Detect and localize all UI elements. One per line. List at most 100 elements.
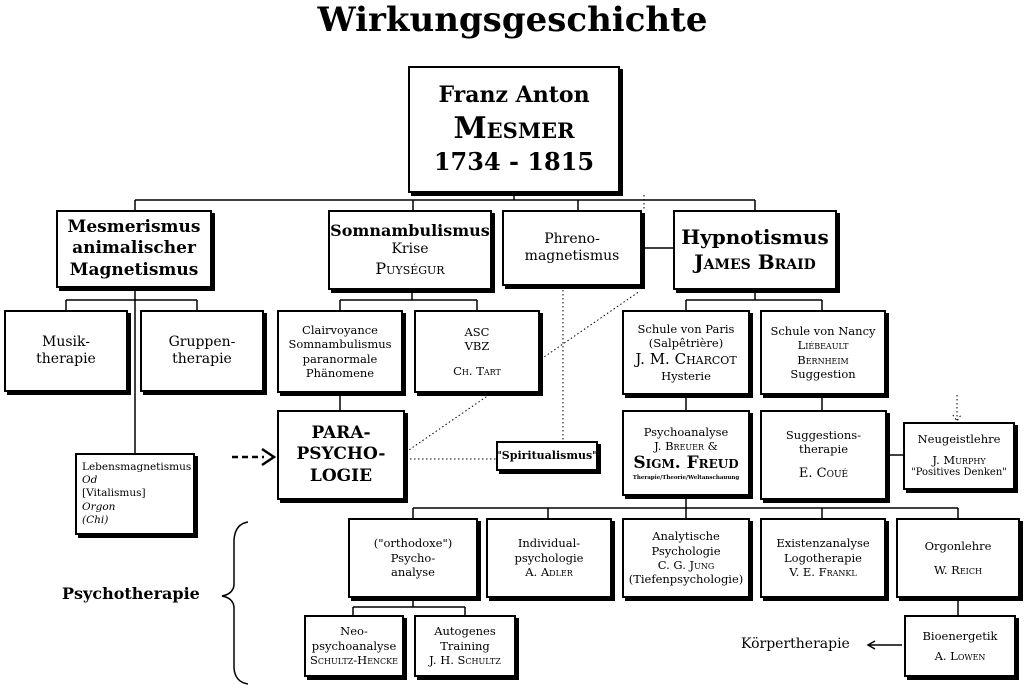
gruppentherapie-box: Gruppen- therapie bbox=[140, 310, 264, 392]
asc-box: ASC VBZ Ch. Tart bbox=[414, 310, 540, 393]
clair-line: Clairvoyance bbox=[302, 322, 378, 337]
freud-line: Psychoanalyse bbox=[643, 424, 729, 439]
neugeist-positives: "Positives Denken" bbox=[911, 467, 1007, 479]
analytisch-line: (Tiefenpsychologie) bbox=[628, 572, 744, 587]
sugg-line: therapie bbox=[798, 441, 849, 456]
sugg-coue: E. Coué bbox=[798, 466, 849, 482]
spiritualismus-box: "Spiritualismus" bbox=[496, 441, 598, 471]
phreno-line: Phreno- bbox=[544, 230, 600, 247]
clair-line: Phänomene bbox=[305, 365, 375, 380]
hypnotismus-line: Hypnotismus bbox=[681, 225, 829, 249]
existenz-line: Logotherapie bbox=[784, 550, 862, 565]
asc-tart: Ch. Tart bbox=[453, 363, 501, 378]
para-line: PARA- bbox=[311, 423, 371, 444]
orthodox-line: Psycho- bbox=[390, 550, 436, 565]
neugeistlehre-box: Neugeistlehre J. Murphy "Positives Denke… bbox=[903, 422, 1015, 490]
lebens-chi: (Chi) bbox=[82, 513, 109, 526]
koerpertherapie-label: Körpertherapie bbox=[741, 636, 850, 652]
bio-lowen: A. Lowen bbox=[934, 649, 986, 663]
mesmer-first-name: Franz Anton bbox=[438, 82, 590, 108]
spiritualismus-label: "Spiritualismus" bbox=[496, 449, 598, 463]
nancy-bernheim: Bernheim bbox=[797, 352, 849, 367]
schule-paris-box: Schule von Paris (Salpêtrière) J. M. Cha… bbox=[622, 310, 750, 395]
individualpsychologie-box: Individual- psychologie A. Adler bbox=[486, 518, 612, 598]
mesmerismus-line: Magnetismus bbox=[69, 259, 199, 280]
gruppen-line: Gruppen- bbox=[168, 333, 236, 350]
freud-name: Sigm. Freud bbox=[633, 453, 739, 474]
asc-line: ASC bbox=[464, 324, 490, 339]
analytisch-jung: C. G. Jung bbox=[657, 558, 715, 572]
bio-line: Bioenergetik bbox=[922, 628, 998, 643]
neo-schultz-hencke: Schultz-Hencke bbox=[310, 653, 398, 668]
analytische-psychologie-box: Analytische Psychologie C. G. Jung (Tief… bbox=[622, 518, 750, 598]
lebens-orgon: Orgon bbox=[82, 500, 116, 513]
psychotherapie-label: Psychotherapie bbox=[62, 584, 200, 603]
somnambulismus-title: Somnambulismus bbox=[330, 221, 490, 241]
neugeist-murphy: J. Murphy bbox=[932, 452, 986, 467]
neo-line: psychoanalyse bbox=[311, 638, 397, 653]
mesmerismus-line: Mesmerismus bbox=[67, 217, 201, 238]
mesmerismus-box: Mesmerismus animalischer Magnetismus bbox=[56, 210, 212, 288]
asc-line: VBZ bbox=[464, 339, 490, 354]
page-title: Wirkungsgeschichte bbox=[317, 0, 708, 40]
lebens-od: Od bbox=[82, 474, 98, 487]
existenzanalyse-box: Existenzanalyse Logotherapie V. E. Frank… bbox=[760, 518, 886, 598]
orgon-line: Orgonlehre bbox=[924, 538, 992, 553]
nancy-line: Schule von Nancy bbox=[770, 323, 876, 338]
orthodoxe-psychoanalyse-box: ("orthodoxe") Psycho- analyse bbox=[348, 518, 478, 598]
lebens-line: Lebensmagnetismus bbox=[82, 461, 192, 474]
somnambulismus-krise: Krise bbox=[391, 241, 429, 258]
paris-charcot: J. M. Charcot bbox=[635, 350, 737, 369]
paris-line: (Salpêtrière) bbox=[648, 335, 724, 350]
sugg-line: Suggestions- bbox=[785, 427, 862, 442]
gruppen-line: therapie bbox=[172, 351, 232, 367]
mesmer-box: Franz Anton Mesmer 1734 - 1815 bbox=[408, 66, 620, 193]
existenz-frankl: V. E. Frankl bbox=[789, 565, 857, 580]
freud-breuer: J. Breuer & bbox=[654, 438, 718, 453]
phrenomagnetismus-box: Phreno- magnetismus bbox=[502, 210, 642, 286]
musiktherapie-box: Musik- therapie bbox=[4, 310, 128, 392]
paris-line: Schule von Paris bbox=[637, 321, 735, 336]
schule-nancy-box: Schule von Nancy Liébeault Bernheim Sugg… bbox=[760, 310, 886, 395]
lebensmagnetismus-box: Lebensmagnetismus Od [Vitalismus] Orgon … bbox=[75, 453, 195, 535]
musik-line: therapie bbox=[36, 351, 96, 367]
paris-line: Hysterie bbox=[661, 369, 711, 384]
individual-line: psychologie bbox=[514, 550, 584, 565]
lebens-line: [Vitalismus] bbox=[82, 487, 146, 500]
orgonlehre-box: Orgonlehre W. Reich bbox=[896, 518, 1020, 598]
neopsychoanalyse-box: Neo- psychoanalyse Schultz-Hencke bbox=[304, 615, 404, 677]
orthodox-line: ("orthodoxe") bbox=[373, 536, 453, 551]
hypnotismus-braid: James Braid bbox=[694, 250, 816, 274]
clair-line: paranormale bbox=[302, 351, 378, 366]
clair-line: Somnambulismus bbox=[288, 337, 392, 352]
analytisch-line: Psychologie bbox=[651, 543, 721, 558]
neugeist-line: Neugeistlehre bbox=[917, 432, 1001, 447]
analytisch-line: Analytische bbox=[652, 529, 720, 544]
autogenes-line: Autogenes bbox=[434, 624, 496, 639]
hypnotismus-box: Hypnotismus James Braid bbox=[673, 210, 837, 290]
mesmer-surname: Mesmer bbox=[453, 110, 575, 146]
orgon-reich: W. Reich bbox=[934, 563, 982, 577]
autogenes-line: Training bbox=[440, 638, 490, 653]
psychoanalyse-freud-box: Psychoanalyse J. Breuer & Sigm. Freud Th… bbox=[622, 410, 750, 496]
autogenes-schultz: J. H. Schultz bbox=[429, 653, 501, 668]
para-line: PSYCHO- bbox=[296, 444, 386, 465]
individual-adler: A. Adler bbox=[525, 565, 573, 580]
parapsychologie-box: PARA- PSYCHO- LOGIE bbox=[277, 410, 405, 500]
orthodox-line: analyse bbox=[390, 565, 435, 580]
bioenergetik-box: Bioenergetik A. Lowen bbox=[904, 615, 1016, 677]
existenz-line: Existenzanalyse bbox=[776, 536, 870, 551]
mesmer-years: 1734 - 1815 bbox=[433, 147, 595, 176]
suggestionstherapie-box: Suggestions- therapie E. Coué bbox=[760, 410, 887, 500]
mesmerismus-line: animalischer bbox=[72, 238, 196, 259]
musik-line: Musik- bbox=[42, 333, 90, 350]
para-line: LOGIE bbox=[309, 465, 373, 486]
freud-subtitle: Therapie/Theorie/Weltanschauung bbox=[632, 474, 740, 481]
somnambulismus-puysegur: Puységur bbox=[375, 258, 445, 278]
nancy-line: Suggestion bbox=[790, 366, 856, 381]
autogenes-training-box: Autogenes Training J. H. Schultz bbox=[414, 615, 516, 677]
somnambulismus-box: Somnambulismus Krise Puységur bbox=[328, 210, 492, 290]
clairvoyance-box: Clairvoyance Somnambulismus paranormale … bbox=[277, 310, 403, 393]
nancy-liebeault: Liébeault bbox=[797, 338, 849, 353]
